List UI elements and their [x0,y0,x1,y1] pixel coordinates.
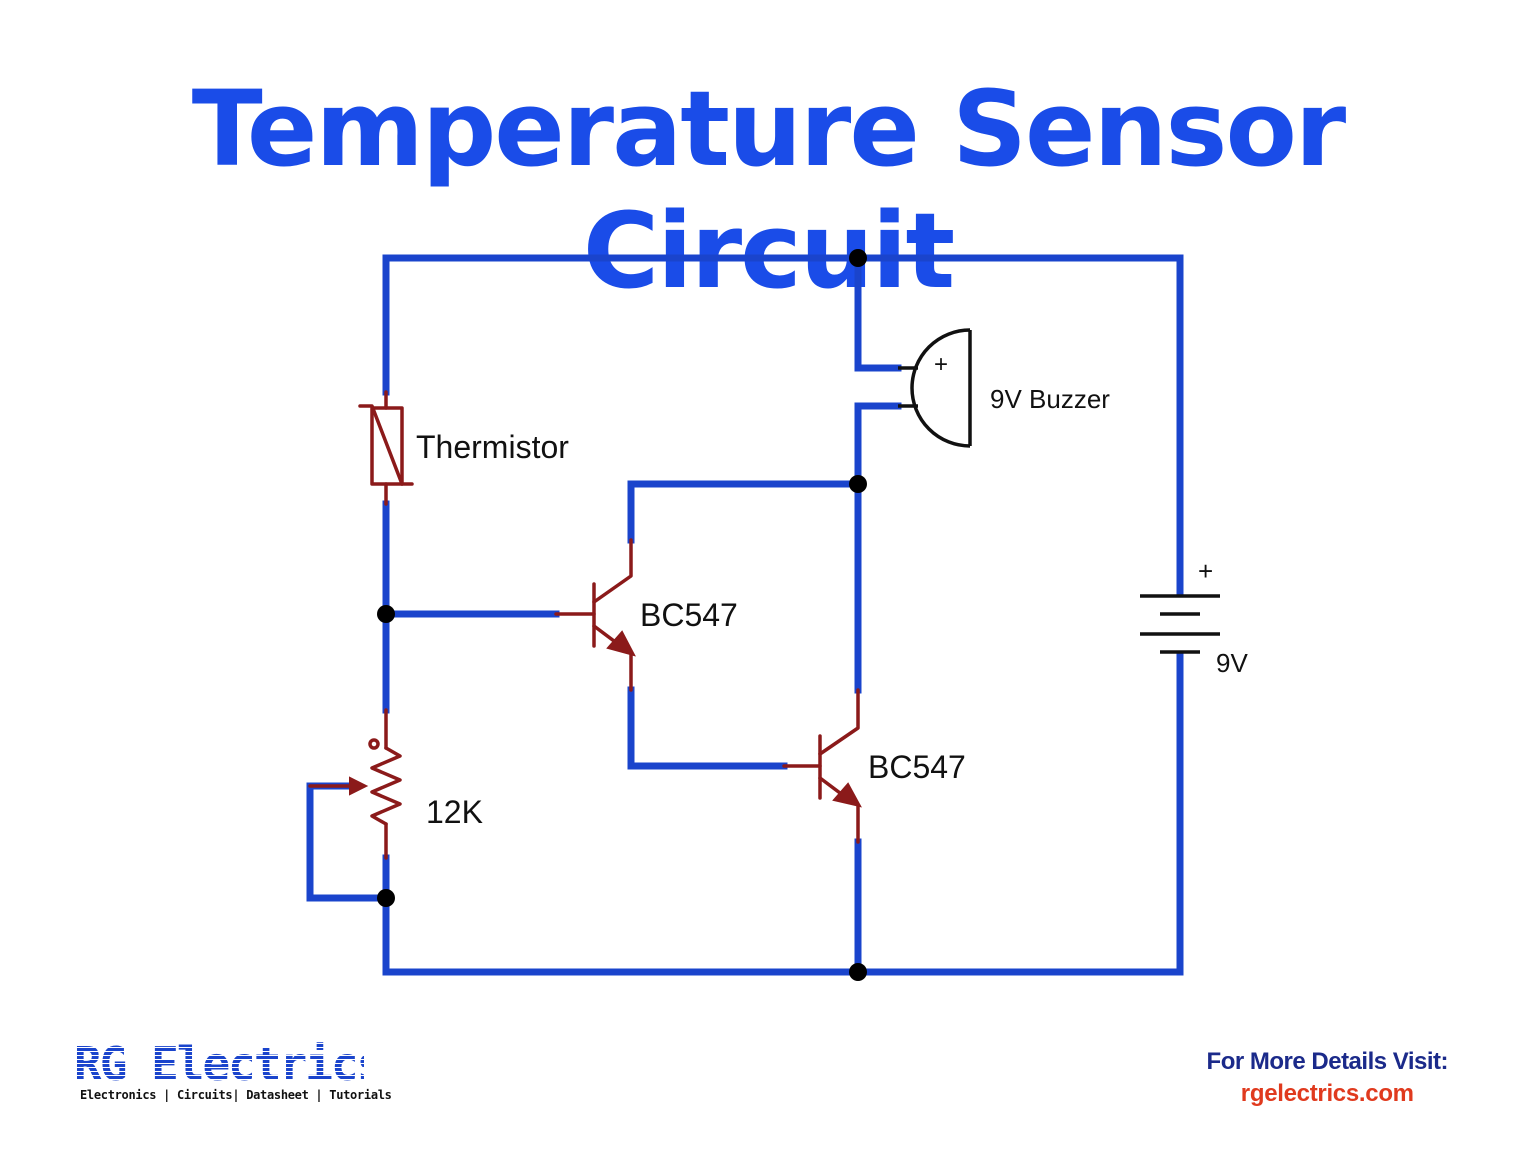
brand-tagline: Electronics | Circuits| Datasheet | Tuto… [80,1088,392,1102]
battery-label: 9V [1216,648,1248,678]
visit-block: For More Details Visit: rgelectrics.com [1206,1048,1449,1108]
rg-electrics-logo: RG Electrics [74,1040,364,1086]
visit-label: For More Details Visit: [1206,1048,1449,1075]
junction-node [849,963,867,981]
potentiometer-label: 12K [426,794,483,830]
thermistor-symbol [358,390,414,506]
visit-url-link[interactable]: rgelectrics.com [1240,1080,1414,1107]
potentiometer-symbol [308,708,402,860]
transistor-q2-symbol [782,688,862,844]
wire-buzzer-positive [854,254,902,372]
thermistor-label: Thermistor [416,429,569,465]
junction-node [849,475,867,493]
wire-buzzer-negative [854,402,902,488]
wire-q1-collector [627,480,862,544]
transistor-q2-label: BC547 [868,749,966,785]
junction-node [377,889,395,907]
junction-node [849,249,867,267]
transistor-q1-symbol [554,538,636,692]
buzzer-symbol [898,328,972,448]
wires [306,254,1184,976]
buzzer-plus-sign: + [934,351,948,378]
battery-symbol [1140,594,1220,654]
wire-pot-wiper-loop [306,782,390,902]
buzzer-label: 9V Buzzer [990,384,1110,414]
battery-plus-sign: + [1198,556,1213,586]
page-title: Temperature Sensor Circuit [191,68,1346,312]
brand-logo-text: RG Electrics [74,1040,364,1086]
wire-q1-emitter-to-q2-base [627,686,788,770]
transistor-q1-label: BC547 [640,597,738,633]
junction-node [377,605,395,623]
junction-nodes [377,249,867,981]
